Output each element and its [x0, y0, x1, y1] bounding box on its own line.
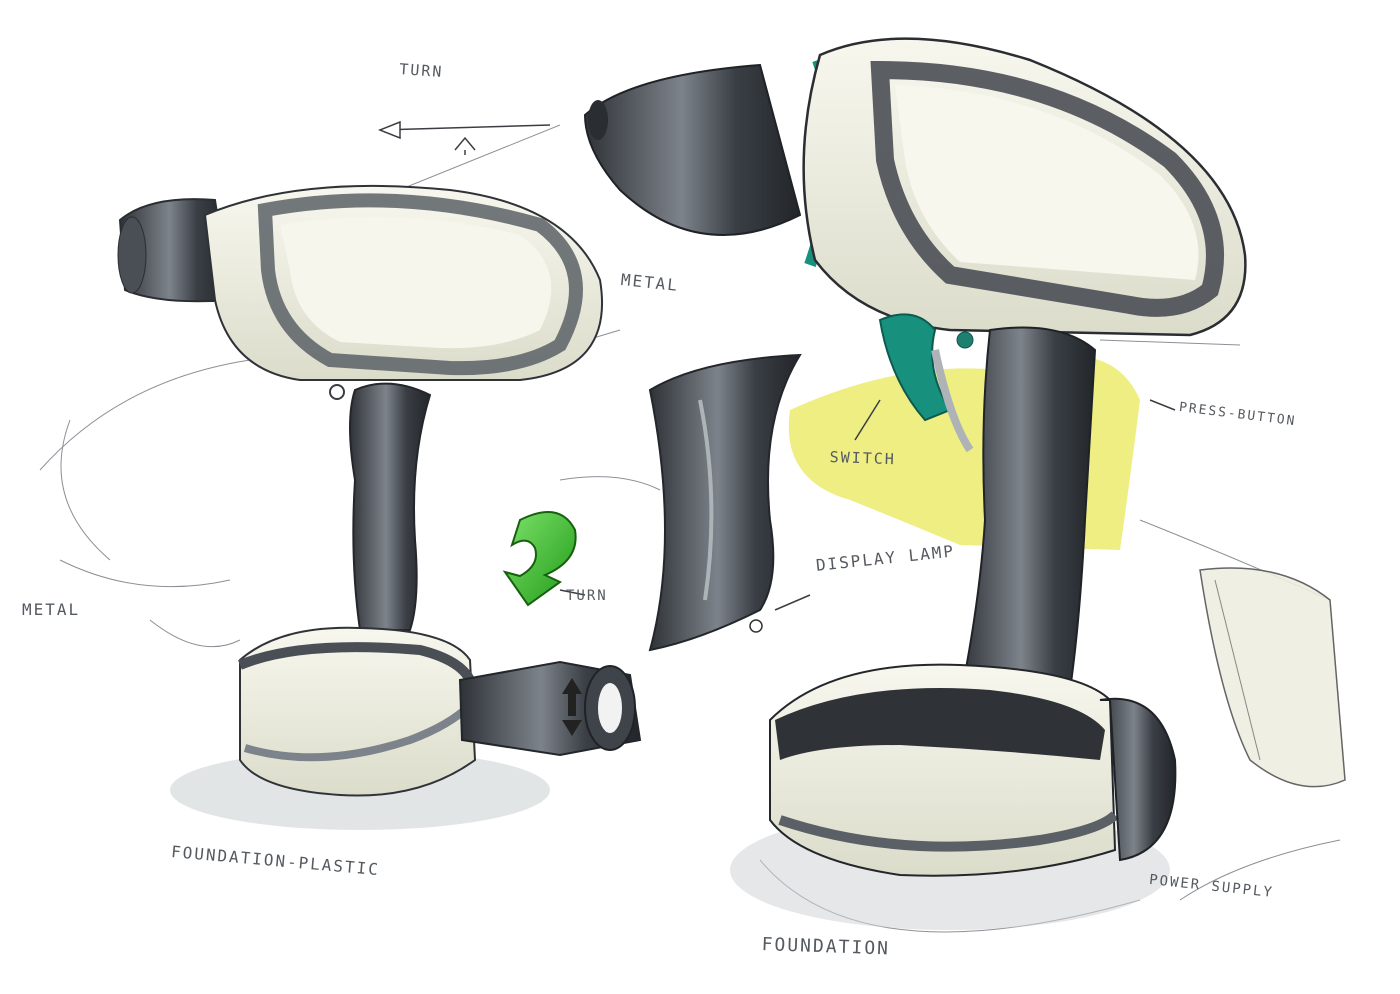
drill-sketch-left: [117, 184, 642, 830]
side-view-sketch: [1199, 567, 1346, 788]
label-foundation: FOUNDATION: [761, 934, 891, 960]
up-down-arrow-icon: [562, 678, 582, 736]
label-switch: SWITCH: [829, 448, 897, 469]
rotate-arrow-icon: [502, 511, 577, 607]
turn-arrow-icon: [559, 589, 586, 596]
construction-lines: [39, 124, 1341, 933]
callout-arrow-icon: [377, 120, 1176, 611]
label-metal-left: METAL: [22, 600, 81, 619]
label-turn-green: TURN: [566, 588, 608, 604]
grip-detail-sketch: [648, 353, 802, 652]
label-turn-top: TURN: [398, 60, 445, 82]
